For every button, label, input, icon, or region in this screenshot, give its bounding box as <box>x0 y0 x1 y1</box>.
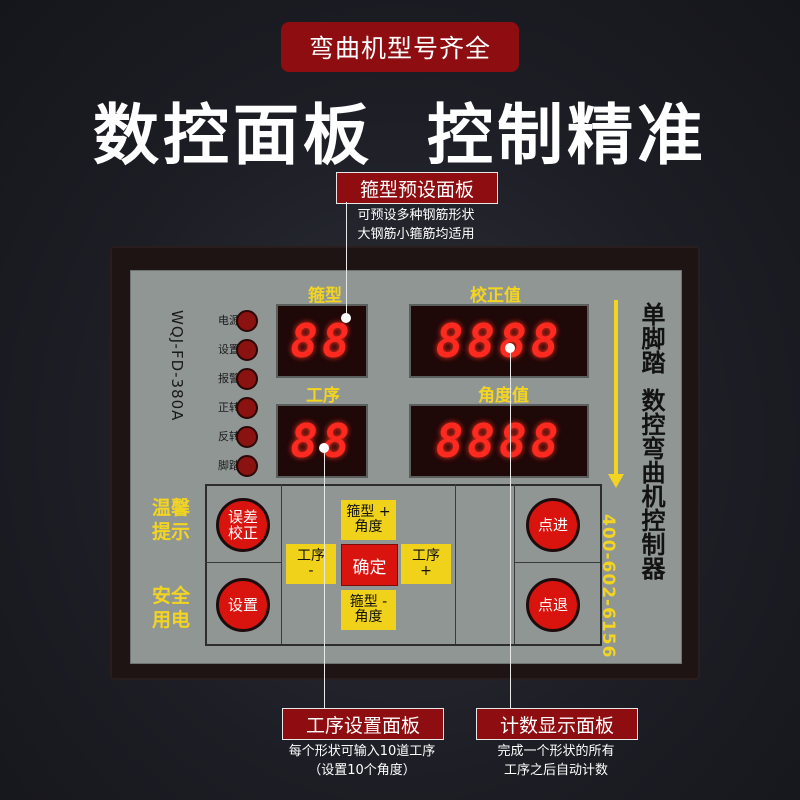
keypad-frame <box>205 484 602 646</box>
count-display-callout: 计数显示面板 <box>476 708 638 740</box>
angle-display: 8888 <box>409 404 589 478</box>
confirm-button[interactable]: 确定 <box>341 544 398 586</box>
tips-safety: 安全 用电 <box>152 584 190 632</box>
process-display-label: 工序 <box>306 386 340 406</box>
angle-display-value: 8888 <box>435 414 563 468</box>
tips-text: 温馨 <box>152 497 191 519</box>
leader-line <box>346 202 347 318</box>
stirrup-display-label: 箍型 <box>308 286 342 306</box>
stirrup-preset-desc-line: 可预设多种钢筋形状 <box>357 208 475 223</box>
indicator-label-forward: 正转 <box>218 401 240 414</box>
leader-dot <box>319 443 329 453</box>
count-display-desc-line: 完成一个形状的所有 <box>497 744 615 759</box>
stirrup-display-value: 88 <box>290 314 354 368</box>
process-setting-desc-line: 每个形状可输入10道工序 <box>288 744 436 759</box>
count-display-desc: 完成一个形状的所有 工序之后自动计数 <box>466 742 646 780</box>
indicator-led-reverse <box>236 426 258 448</box>
model-number: WQJ-FD-380A <box>168 310 186 422</box>
indicator-label-alarm: 报警 <box>218 372 240 385</box>
process-display: 88 <box>276 404 368 478</box>
stirrup-angle-up-button[interactable]: 箍型 + 角度 <box>341 500 396 540</box>
indicator-led-alarm <box>236 368 258 390</box>
leader-line <box>510 348 511 710</box>
tips-text: 用电 <box>152 609 191 631</box>
process-minus-button[interactable]: 工序 - <box>286 544 336 584</box>
controller-title: 数控弯曲机控制器 <box>637 388 665 580</box>
count-display-desc-line: 工序之后自动计数 <box>503 763 608 778</box>
stirrup-preset-callout: 箍型预设面板 <box>336 172 498 204</box>
indicator-led-setting <box>236 339 258 361</box>
jog-forward-button[interactable]: 点进 <box>526 498 580 552</box>
pedal-title: 单脚踏 <box>637 302 665 374</box>
correction-display-label: 校正值 <box>470 286 521 306</box>
indicator-label-reverse: 反转 <box>218 430 240 443</box>
settings-button[interactable]: 设置 <box>216 578 270 632</box>
correction-display-value: 8888 <box>435 314 563 368</box>
stirrup-display: 88 <box>276 304 368 378</box>
indicator-led-power <box>236 310 258 332</box>
keypad-divider <box>205 562 281 563</box>
headline: 数控面板 控制精准 <box>93 97 707 174</box>
model-range-badge: 弯曲机型号齐全 <box>281 22 519 72</box>
process-setting-desc: 每个形状可输入10道工序 （设置10个角度） <box>262 742 462 780</box>
stirrup-preset-desc: 可预设多种钢筋形状 大钢筋小箍筋均适用 <box>330 206 502 244</box>
process-display-value: 88 <box>290 414 354 468</box>
indicator-led-pedal <box>236 455 258 477</box>
tips-text: 安全 <box>152 585 191 607</box>
keypad-divider <box>514 484 515 644</box>
correction-display: 8888 <box>409 304 589 378</box>
stirrup-preset-desc-line: 大钢筋小箍筋均适用 <box>357 227 475 242</box>
error-correction-button[interactable]: 误差 校正 <box>216 498 270 552</box>
direction-arrow-icon <box>608 474 624 488</box>
tips-text: 提示 <box>152 521 191 543</box>
keypad-divider <box>455 484 456 644</box>
stirrup-angle-down-button[interactable]: 箍型 - 角度 <box>341 590 396 630</box>
phone-number: 400-602-6156 <box>598 514 618 659</box>
process-setting-desc-line: （设置10个角度） <box>308 763 416 778</box>
leader-dot <box>341 313 351 323</box>
jog-back-button[interactable]: 点退 <box>526 578 580 632</box>
process-setting-callout: 工序设置面板 <box>282 708 444 740</box>
direction-arrow-shaft <box>614 300 618 480</box>
leader-dot <box>505 343 515 353</box>
angle-display-label: 角度值 <box>478 386 529 406</box>
keypad-divider <box>281 484 282 644</box>
indicator-label-setting: 设置 <box>218 343 240 356</box>
indicator-label-power: 电源 <box>218 314 240 327</box>
keypad-divider <box>514 562 600 563</box>
indicator-led-forward <box>236 397 258 419</box>
leader-line <box>324 448 325 710</box>
indicator-label-pedal: 脚踏 <box>218 459 240 472</box>
process-plus-button[interactable]: 工序 + <box>401 544 451 584</box>
tips-warm: 温馨 提示 <box>152 496 190 544</box>
